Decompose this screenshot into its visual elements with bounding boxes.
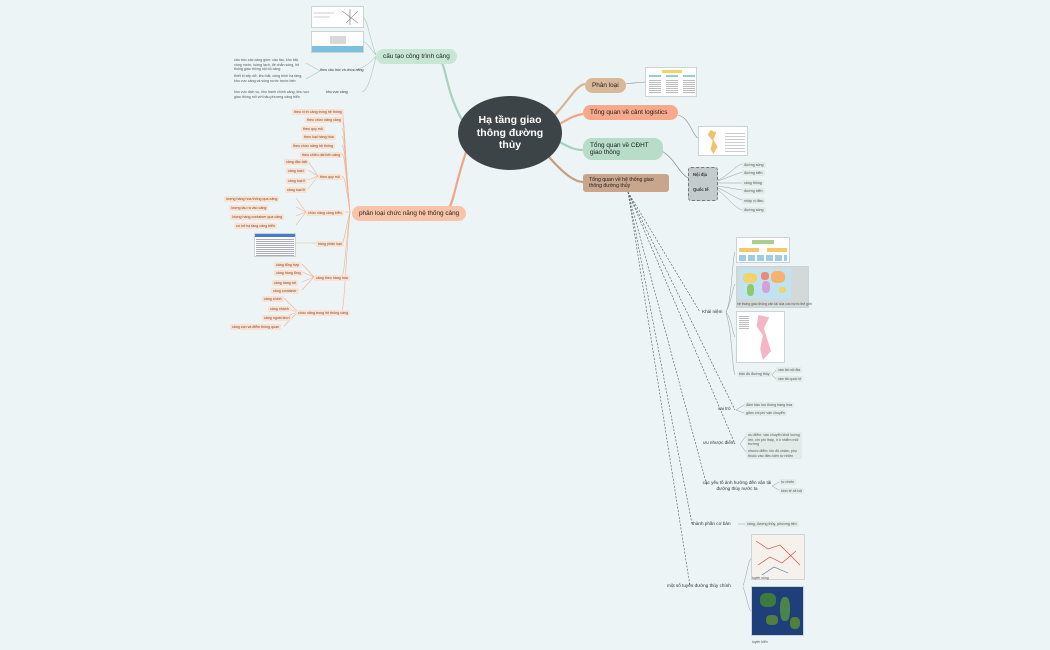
nd-leaf[interactable]: đường sông <box>742 207 766 213</box>
thanh-phan-node[interactable]: thành phần cơ bản <box>692 521 731 526</box>
pl-ht-item[interactable]: cảng nhánh <box>268 306 291 312</box>
pl-chuc-nang-item[interactable]: lượng tàu ra vào cảng <box>229 205 269 211</box>
pl-hang-node[interactable]: cảng theo hàng hóa <box>314 275 350 281</box>
node-he-thong-duong-thuy[interactable]: Tổng quan về hệ thống giao thông đường t… <box>583 174 669 192</box>
nd-leaf[interactable]: đường sông <box>742 162 766 168</box>
node-phan-loai-chuc-nang[interactable]: phân loại chức năng hệ thống cảng <box>352 206 467 221</box>
vt-leaf[interactable]: giảm chi phí vận chuyển <box>744 410 787 416</box>
nd-leaf[interactable]: đường biển <box>742 170 765 176</box>
node-tong-quan-logistics[interactable]: Tổng quan về cảnt logistics <box>583 105 678 120</box>
pl-top-item[interactable]: theo quy mô <box>301 126 325 132</box>
node-tong-quan-cdht[interactable]: Tổng quan về CĐHT giao thông <box>583 138 663 160</box>
pl-quy-mo-item[interactable]: cảng loại III <box>285 187 308 193</box>
pl-top-item[interactable]: theo chiều dài bến cảng <box>300 152 343 158</box>
nd-leaf[interactable]: cảng thông <box>742 180 764 186</box>
pl-quy-mo-item[interactable]: cảng đặc biệt <box>284 159 310 165</box>
river-route-map-image <box>751 534 805 580</box>
phan-loai-image <box>645 67 697 97</box>
yt-leaf[interactable]: tự nhiên <box>779 479 797 485</box>
cau-tao-sketch-image <box>311 6 364 28</box>
vt-leaf[interactable]: đảm bảo lưu thông hàng hóa <box>744 402 795 408</box>
pl-quy-mo-node[interactable]: theo quy mô <box>318 174 342 180</box>
pl-quy-mo-item[interactable]: cảng loại II <box>286 178 308 184</box>
river-route-caption: tuyến sông <box>752 576 769 580</box>
pl-quy-mo-item[interactable]: cảng loại I <box>286 168 307 174</box>
pl-hang-item[interactable]: cảng hàng lỏng <box>274 270 303 276</box>
tuyen-duong-node[interactable]: một số tuyến đường thủy chính <box>667 583 731 588</box>
tp-leaf[interactable]: cảng, đường thủy, phương tiện <box>745 521 799 527</box>
kn-leaf[interactable]: vận tải nội địa <box>776 367 803 373</box>
uu-nhuoc-diem-node[interactable]: ưu nhược điểm <box>703 440 735 445</box>
ct-text[interactable]: cấu trúc các cảng gồm: cầu tàu, kho bãi,… <box>234 58 300 72</box>
noi-dia-quoc-te-box[interactable] <box>688 167 718 201</box>
pl-bang-node[interactable]: bảng phân loại <box>316 241 344 247</box>
pl-ht-item[interactable]: cảng ngoài khơi <box>262 315 292 321</box>
un-leaf[interactable]: ưu điểm: vận chuyển khối lượng lớn, chi … <box>746 432 802 449</box>
world-map-image <box>736 266 809 308</box>
khai-niem-diagram-image <box>736 237 790 263</box>
ct-text[interactable]: khu vực dịch vụ, khu hành chính cảng, kh… <box>234 90 310 99</box>
khai-niem-node[interactable]: Khái niệm <box>702 309 723 314</box>
nd-leaf[interactable]: nhập vị điều <box>742 198 766 204</box>
pl-top-item[interactable]: theo vị trí cảng trong hệ thống <box>292 109 344 115</box>
pl-top-item[interactable]: theo chức năng cảng <box>305 117 343 123</box>
cau-tao-sketch-lines <box>314 9 359 25</box>
river-route-lines <box>755 540 801 576</box>
noi-dia-label: Nội địa <box>693 172 707 177</box>
pl-hang-item[interactable]: cảng hàng rời <box>272 280 299 286</box>
vai-tro-node[interactable]: vai trò <box>718 406 731 411</box>
pl-chuc-nang-node[interactable]: chức năng cảng biển <box>306 210 344 216</box>
pl-top-item[interactable]: theo loại hàng hóa <box>302 134 336 140</box>
pl-hang-item[interactable]: cảng container <box>271 288 299 294</box>
ct-sub-node[interactable]: theo cấu trúc và chức năng <box>320 68 364 72</box>
pl-top-item[interactable]: theo chức năng hệ thống <box>291 143 335 149</box>
pl-ht-item[interactable]: cảng cạn và điểm thông quan <box>230 324 282 330</box>
pl-table-image <box>254 233 296 257</box>
pl-chuc-nang-item[interactable]: cơ sở hạ tầng cảng biển <box>234 223 277 229</box>
node-cau-tao-cong-trinh[interactable]: cấu tạo công trình cảng <box>376 49 457 64</box>
world-map-caption: hệ thống giao thông vận tải của các nước… <box>737 302 812 306</box>
yt-leaf[interactable]: kinh tế xã hội <box>779 488 805 494</box>
sea-route-map-image <box>751 586 804 636</box>
pl-hang-item[interactable]: cảng tổng hợp <box>274 262 302 268</box>
ct-text[interactable]: thiết bị xếp dỡ, kho bãi, công trình hạ … <box>234 74 303 83</box>
sea-route-caption: tuyến biển <box>752 640 768 644</box>
ban-do-caption: bản đồ đường thủy <box>737 371 772 377</box>
node-phan-loai[interactable]: Phân loại <box>585 78 626 93</box>
pl-ht-item[interactable]: cảng chính <box>262 296 284 302</box>
nd-leaf[interactable]: đường biển <box>742 188 765 194</box>
pl-ht-node[interactable]: chức năng trong hệ thống cảng <box>296 310 350 316</box>
ct-sub-node[interactable]: khu vực cảng <box>326 90 348 94</box>
pl-chuc-nang-item[interactable]: lượng hàng hóa thông qua cảng <box>224 196 280 202</box>
pl-chuc-nang-item[interactable]: lượng hàng container qua cảng <box>230 214 285 220</box>
vn-waterway-map-image <box>736 311 785 363</box>
central-topic[interactable]: Hạ tầng giao thông đường thủy <box>458 96 562 170</box>
logistics-map-image <box>698 126 748 156</box>
un-leaf[interactable]: nhược điểm: tốc độ chậm, phụ thuộc vào đ… <box>746 448 802 460</box>
yeu-to-node[interactable]: các yếu tố ảnh hưởng đến vận tải đường t… <box>702 480 772 491</box>
quoc-te-label: Quốc tế <box>693 187 709 192</box>
kn-leaf[interactable]: vận tải quốc tế <box>776 376 804 382</box>
cau-tao-port-image <box>311 31 364 53</box>
